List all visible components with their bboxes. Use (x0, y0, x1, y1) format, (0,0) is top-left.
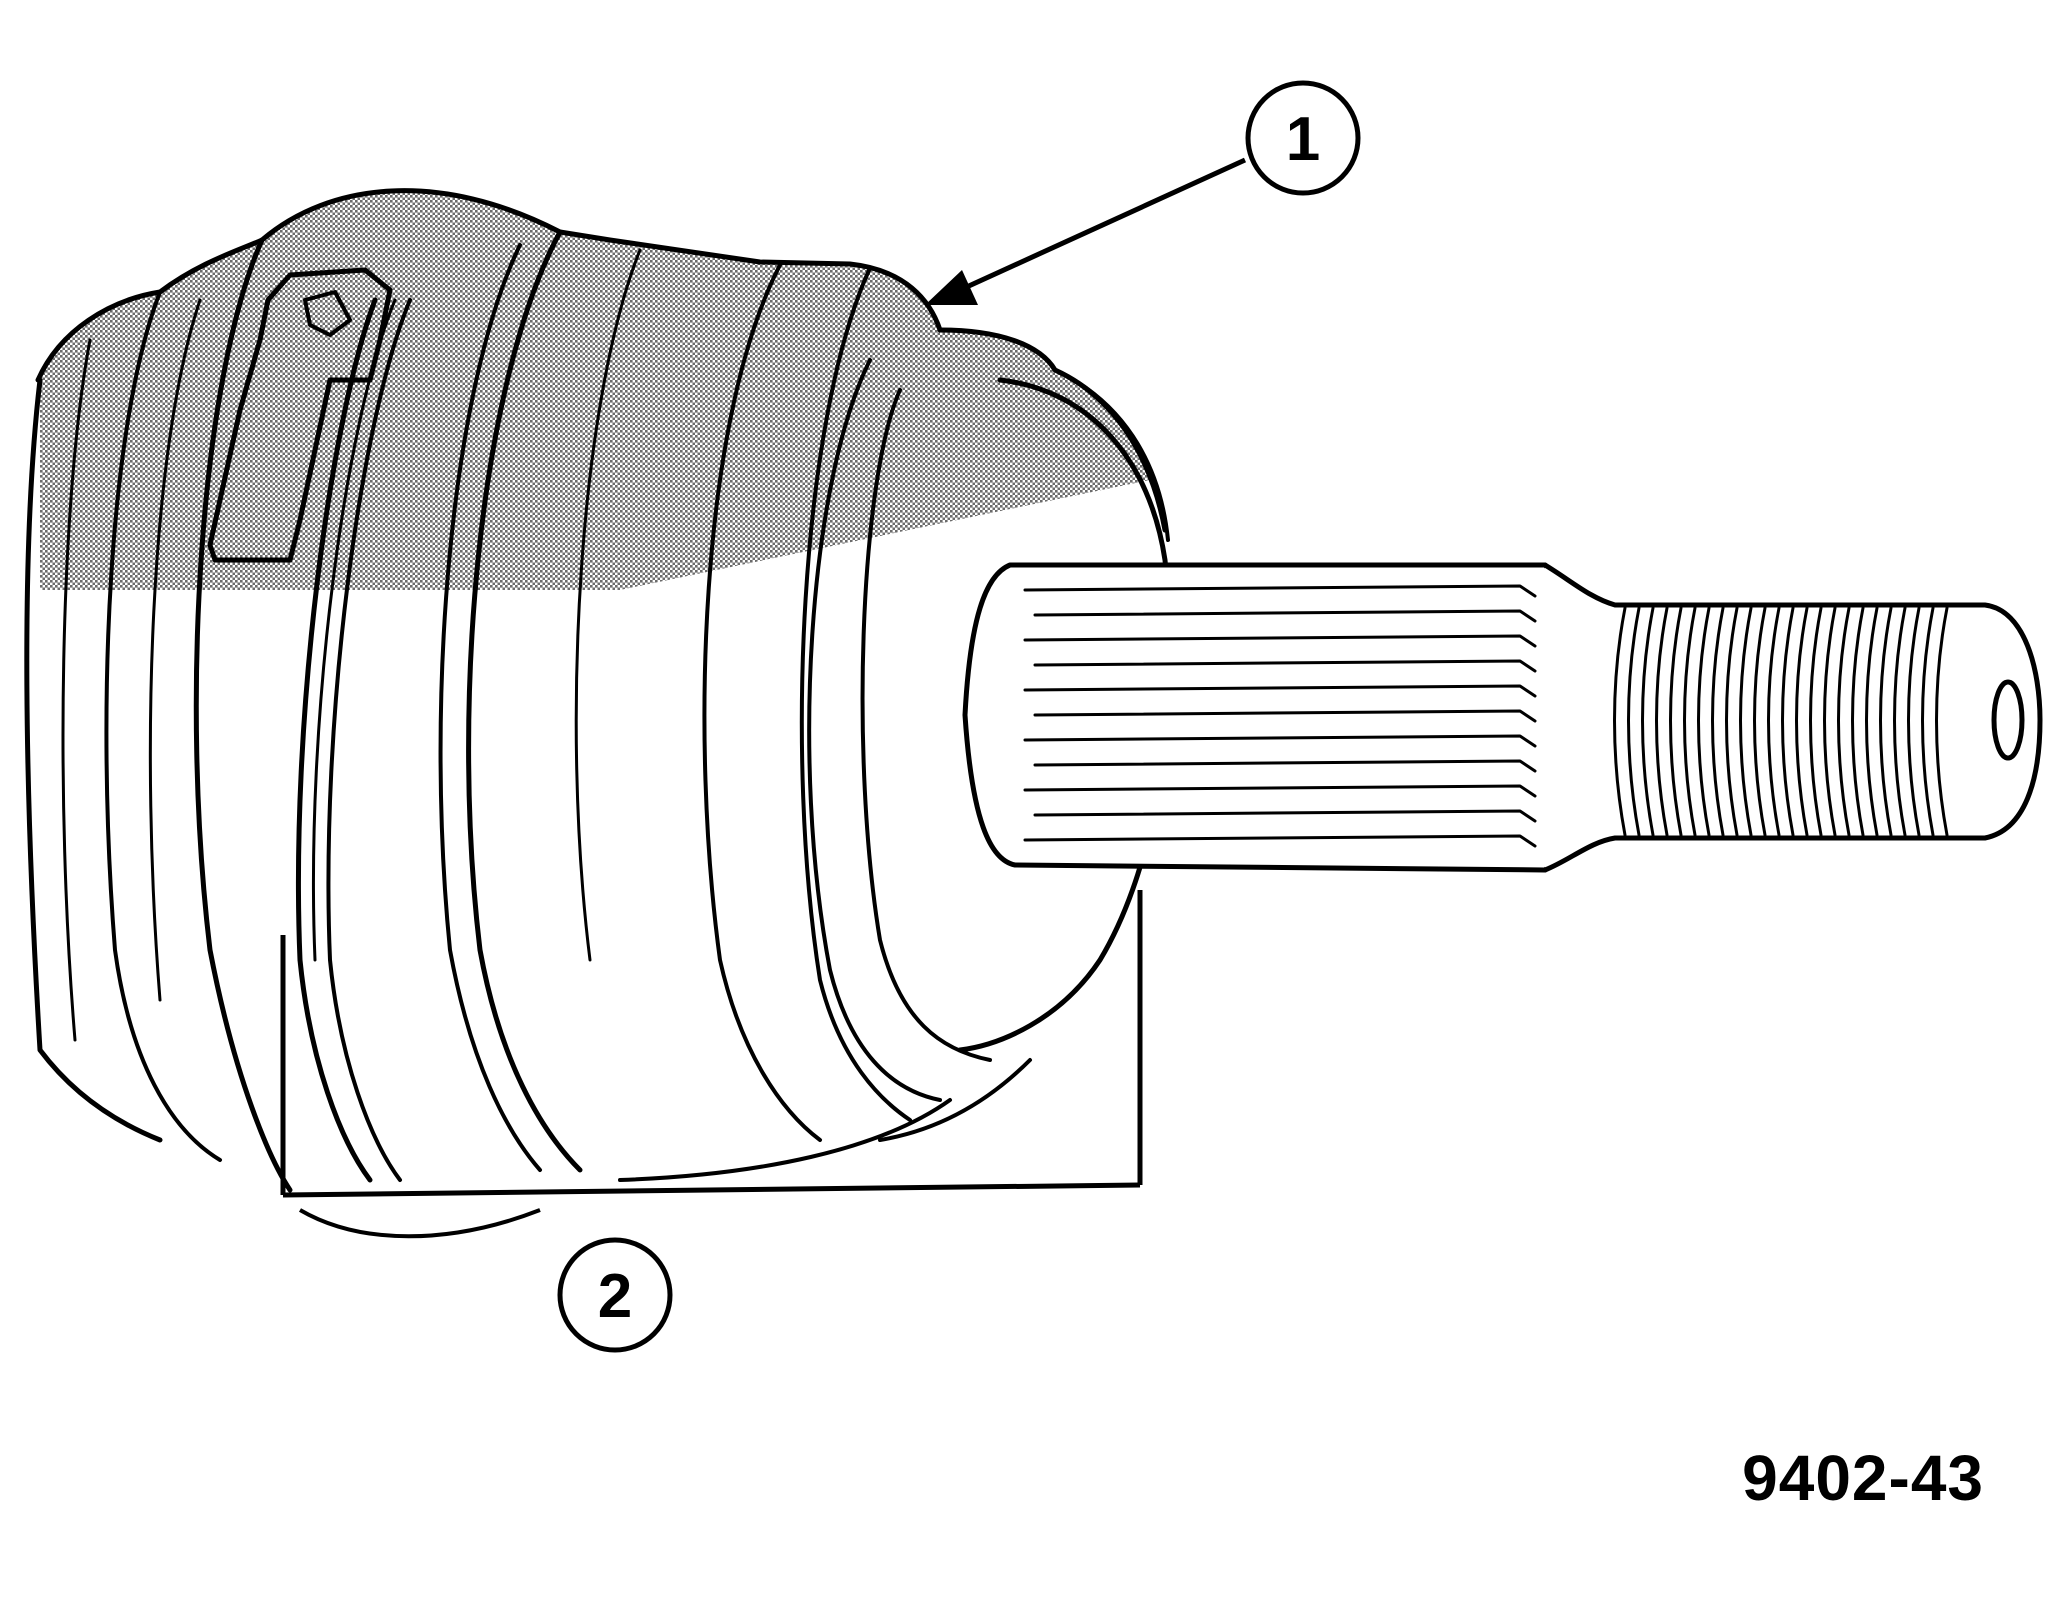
end-ring-lip (1053, 368, 1170, 542)
shaft-thread (1865, 606, 1879, 837)
shaft-thread (1935, 606, 1949, 837)
bellows-ridge-10 (799, 266, 912, 1122)
spline-groove (1023, 734, 1537, 748)
spline-groove (1023, 834, 1537, 848)
bracket-arc (298, 1208, 541, 1239)
clamp-band-inner (326, 298, 412, 1182)
bellows-ridge-3 (193, 237, 293, 1193)
spline-groove (1033, 709, 1537, 723)
shaft-thread (1669, 606, 1683, 837)
spline-groove (1023, 584, 1537, 598)
shaft-thread (1921, 606, 1935, 837)
shaft-thread (1641, 606, 1655, 837)
spline-groove (1033, 659, 1537, 673)
boot-top-outline (35, 188, 943, 383)
measurement-bracket (280, 890, 1143, 1239)
bellows-ridge-6 (466, 229, 583, 1173)
callout-1-leader (958, 157, 1247, 293)
spline-section-outline (962, 562, 1583, 873)
shaft-thread (1879, 606, 1893, 837)
bellows-ridge-5 (61, 338, 92, 1042)
callout-1-label: 1 (1286, 105, 1320, 174)
shaft-thread (1781, 606, 1795, 837)
shaft-thread (1627, 606, 1641, 837)
bellows-ridge-7 (438, 243, 542, 1172)
shaft-thread (1711, 606, 1725, 837)
shaft-thread (1837, 606, 1851, 837)
clamp-tab-hook (303, 290, 352, 337)
callout-1-circle (1245, 80, 1361, 196)
shaft-thread (1725, 606, 1739, 837)
shaft-thread (1697, 606, 1711, 837)
callout-2-circle (557, 1237, 673, 1353)
shaft-thread (1851, 606, 1865, 837)
spline-groove (1023, 784, 1537, 798)
bellows-ridge-9 (702, 263, 822, 1142)
shaft-thread (1655, 606, 1669, 837)
callout-2: 2 (557, 1237, 673, 1353)
bracket-base (282, 1182, 1141, 1198)
axle-shaft (962, 562, 2043, 873)
shaft-thread (1739, 606, 1753, 837)
clamp-tab (207, 267, 393, 563)
shaft-thread (1613, 606, 1627, 837)
spline-groove (1033, 609, 1537, 623)
bellows-ridge-2 (104, 290, 222, 1162)
end-ring-1 (807, 358, 942, 1102)
boot-bellows (24, 188, 1173, 1193)
shaft-center-hole (1991, 679, 2025, 761)
shaft-thread (1767, 606, 1781, 837)
shaft-thread (1809, 606, 1823, 837)
bellows-ridge-4 (148, 298, 202, 1002)
shaft-thread (1753, 606, 1767, 837)
shaft-thread (1795, 606, 1809, 837)
end-ring-2 (860, 388, 992, 1062)
shaft-threads (1613, 606, 1949, 837)
callout-1-arrowhead (925, 270, 978, 305)
spline-grooves (1023, 584, 1537, 848)
callout-2-label: 2 (598, 1262, 632, 1331)
spline-groove (1023, 684, 1537, 698)
callout-1: 1 (925, 80, 1361, 305)
shaft-thread (1907, 606, 1921, 837)
boot-bottom-edge (618, 1098, 952, 1182)
clamp-band-outline (295, 297, 378, 1183)
figure-id: 9402-43 (1742, 1442, 1984, 1514)
shaft-thread (1893, 606, 1907, 837)
end-ring-bottom (878, 1058, 1032, 1142)
shaft-thread (1683, 606, 1697, 837)
spline-groove (1023, 634, 1537, 648)
spline-groove (1033, 759, 1537, 773)
spline-groove (1033, 809, 1537, 823)
shaft-neck (1542, 562, 2043, 873)
bellows-ridge-1 (24, 377, 163, 1143)
bellows-ridge-8 (574, 248, 642, 962)
shaft-thread (1823, 606, 1837, 837)
